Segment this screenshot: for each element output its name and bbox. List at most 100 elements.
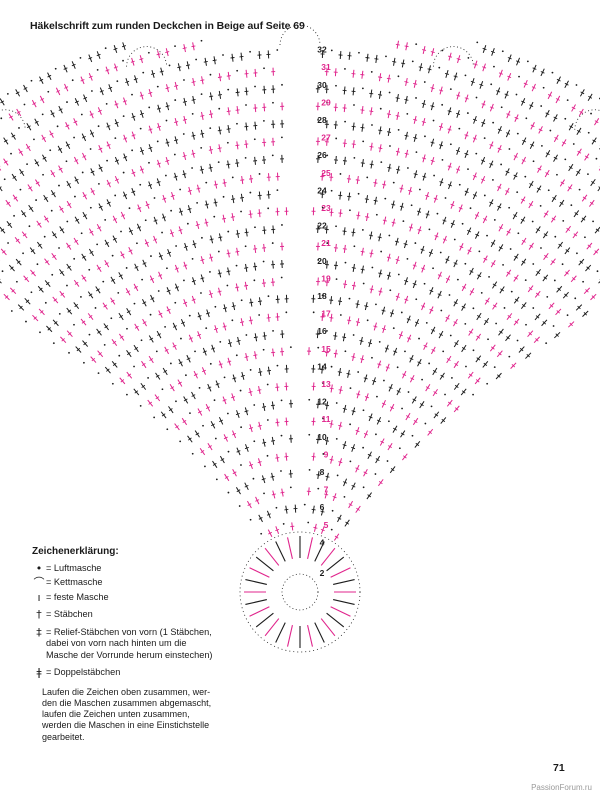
chain-dot bbox=[352, 334, 355, 336]
stitch-mark bbox=[223, 307, 228, 310]
stitch-mark bbox=[425, 386, 430, 390]
stitch-mark bbox=[126, 310, 131, 314]
stitch-mark bbox=[360, 250, 365, 253]
stitch-mark bbox=[402, 455, 407, 459]
chain-dot bbox=[157, 290, 160, 292]
legend-item-treble: ǂ = Doppelstäbchen bbox=[32, 667, 247, 679]
stitch-mark bbox=[104, 242, 109, 245]
stitch-mark bbox=[485, 299, 490, 303]
chain-dot bbox=[344, 68, 346, 70]
stitch-mark bbox=[88, 75, 93, 79]
stitch-mark bbox=[583, 312, 588, 316]
chain-dot bbox=[469, 207, 472, 210]
chain-dot bbox=[249, 369, 252, 371]
chain-dot bbox=[249, 50, 251, 53]
stitch-mark bbox=[461, 390, 466, 394]
cross-doublecrochet-icon: † bbox=[36, 608, 42, 621]
chain-dot bbox=[444, 393, 446, 396]
stitch-mark bbox=[271, 493, 276, 496]
stitch-mark bbox=[438, 125, 444, 128]
stitch-mark bbox=[491, 242, 496, 245]
stitch-mark bbox=[506, 271, 511, 275]
stitch-mark bbox=[577, 150, 582, 154]
stitch-mark bbox=[158, 255, 163, 258]
chain-dot bbox=[317, 259, 320, 261]
stitch-mark bbox=[205, 312, 211, 315]
chain-dot bbox=[66, 220, 69, 223]
chain-dot bbox=[339, 173, 342, 175]
stitch-mark bbox=[258, 517, 263, 520]
chain-dot bbox=[361, 229, 364, 231]
stitch-mark bbox=[148, 91, 153, 94]
stitch-mark bbox=[351, 356, 356, 358]
stitch-mark bbox=[255, 612, 274, 628]
stitch-mark bbox=[484, 320, 489, 324]
stitch-mark bbox=[255, 499, 260, 502]
stitch-mark bbox=[447, 184, 452, 187]
stitch-mark bbox=[204, 203, 209, 206]
stitch-mark bbox=[141, 384, 146, 389]
stitch-mark bbox=[332, 496, 337, 499]
chain-dot bbox=[322, 453, 325, 455]
stitch-mark bbox=[63, 67, 68, 70]
stitch-mark bbox=[231, 305, 236, 307]
chain-dot bbox=[179, 188, 182, 191]
stitch-mark bbox=[542, 321, 547, 325]
chain-dot bbox=[164, 174, 167, 177]
stitch-mark bbox=[571, 106, 576, 110]
chain-dot bbox=[322, 382, 325, 385]
stitch-mark bbox=[404, 152, 409, 155]
chain-dot bbox=[180, 337, 182, 340]
chain-dot bbox=[411, 434, 414, 437]
chain-dot bbox=[52, 342, 55, 345]
stitch-mark bbox=[365, 57, 370, 59]
chain-dot bbox=[58, 247, 60, 249]
chain-dot bbox=[449, 88, 452, 91]
stitch-mark bbox=[468, 373, 473, 377]
stitch-mark bbox=[429, 289, 434, 293]
stitch-mark bbox=[378, 290, 383, 293]
stitch-mark bbox=[382, 219, 387, 222]
stitch-mark bbox=[333, 599, 355, 605]
chain-dot bbox=[362, 282, 365, 285]
stitch-mark bbox=[58, 148, 62, 151]
chain-dot bbox=[68, 351, 70, 354]
chain-dot bbox=[235, 354, 238, 357]
stitch-mark bbox=[565, 271, 569, 275]
chain-dot bbox=[492, 121, 495, 124]
stitch-mark bbox=[588, 95, 593, 99]
chain-dot bbox=[153, 416, 156, 419]
chain-dot bbox=[566, 314, 569, 317]
stitch-mark bbox=[106, 182, 111, 185]
chain-dot bbox=[104, 47, 107, 50]
stitch-mark bbox=[598, 280, 600, 284]
chain-dot bbox=[562, 219, 565, 222]
stitch-mark bbox=[597, 187, 600, 192]
stitch-mark bbox=[82, 214, 87, 218]
stitch-mark bbox=[244, 446, 249, 450]
stitch-mark bbox=[473, 63, 478, 66]
stitch-mark bbox=[15, 238, 20, 242]
stitch-mark bbox=[74, 100, 79, 104]
stitch-mark bbox=[360, 358, 365, 361]
stitch-mark bbox=[521, 239, 526, 243]
stitch-mark bbox=[320, 547, 336, 566]
chain-dot bbox=[122, 171, 125, 174]
stitch-mark bbox=[257, 424, 262, 427]
stitch-mark bbox=[258, 371, 263, 373]
stitch-mark bbox=[461, 346, 466, 350]
chain-dot bbox=[448, 294, 451, 296]
stitch-mark bbox=[33, 316, 37, 320]
chain-dot bbox=[335, 402, 338, 404]
chain-dot bbox=[18, 127, 20, 129]
stitch-mark bbox=[217, 272, 222, 275]
stitch-mark bbox=[469, 290, 474, 294]
stitch-mark bbox=[177, 66, 182, 69]
round-label: 17 bbox=[321, 309, 331, 319]
chain-dot bbox=[587, 173, 589, 175]
stitch-mark bbox=[343, 283, 348, 286]
chain-dot bbox=[10, 310, 13, 312]
chain-dot bbox=[330, 528, 333, 531]
stitch-mark bbox=[329, 458, 334, 461]
chain-dot bbox=[596, 270, 599, 273]
